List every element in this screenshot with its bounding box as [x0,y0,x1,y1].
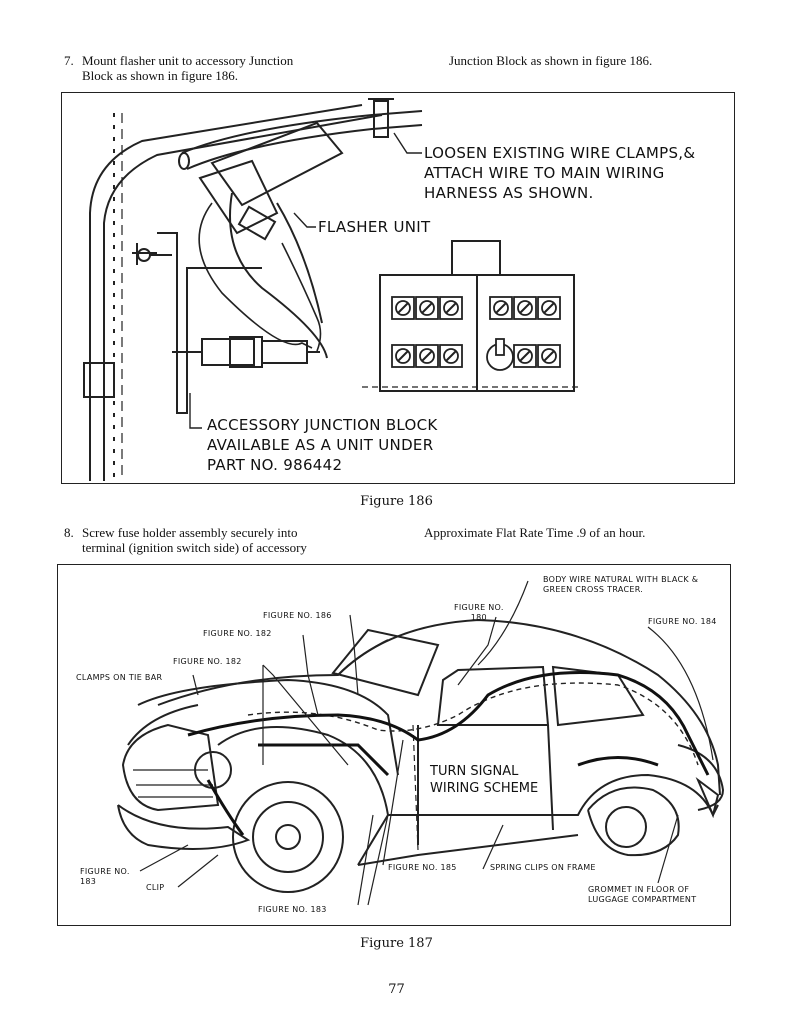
step-8-text: 8.Screw fuse holder assembly securely in… [64,525,307,555]
callout-figure-185: FIGURE NO. 185 [388,863,457,872]
figure-187-caption: Figure 187 [360,936,433,951]
step-7-text: 7.Mount flasher unit to accessory Juncti… [64,53,294,83]
callout-figure-186: FIGURE NO. 186 [263,611,332,620]
step-7-continuation: Junction Block as shown in figure 186. [449,53,653,68]
callout-spring-clips: SPRING CLIPS ON FRAME [490,863,596,872]
figure-187-frame: BODY WIRE NATURAL WITH BLACK & GREEN CRO… [57,564,731,926]
callout-body-wire: BODY WIRE NATURAL WITH BLACK & GREEN CRO… [543,575,699,594]
callout-figure-184: FIGURE NO. 184 [648,617,717,626]
callout-figure-183-left: FIGURE NO. 183 [80,867,130,886]
figure-186-frame: LOOSEN EXISTING WIRE CLAMPS,& ATTACH WIR… [61,92,735,484]
flat-rate-time: Approximate Flat Rate Time .9 of an hour… [424,525,646,540]
callout-figure-183-bottom: FIGURE NO. 183 [258,905,327,914]
callout-clip: CLIP [146,883,165,892]
figure-186-illustration [83,98,582,481]
callout-accessory-junction-block: ACCESSORY JUNCTION BLOCK AVAILABLE AS A … [207,416,438,474]
callout-clamps-tie-bar: CLAMPS ON TIE BAR [76,673,163,682]
step-number: 7. [64,53,74,68]
step-number: 8. [64,525,74,540]
callout-figure-182-lower: FIGURE NO. 182 [173,657,242,666]
callout-grommet: GROMMET IN FLOOR OF LUGGAGE COMPARTMENT [588,885,697,904]
figure-187-illustration [117,580,725,906]
callout-figure-180: FIGURE NO. 180 [454,603,504,622]
page-number: 77 [388,982,405,997]
callout-flasher-unit: FLASHER UNIT [318,218,431,236]
callout-figure-182-upper: FIGURE NO. 182 [203,629,272,638]
figure-186-caption: Figure 186 [360,494,433,509]
turn-signal-wiring-scheme-title: TURN SIGNAL WIRING SCHEME [430,764,539,796]
callout-loosen-clamps: LOOSEN EXISTING WIRE CLAMPS,& ATTACH WIR… [424,144,696,202]
